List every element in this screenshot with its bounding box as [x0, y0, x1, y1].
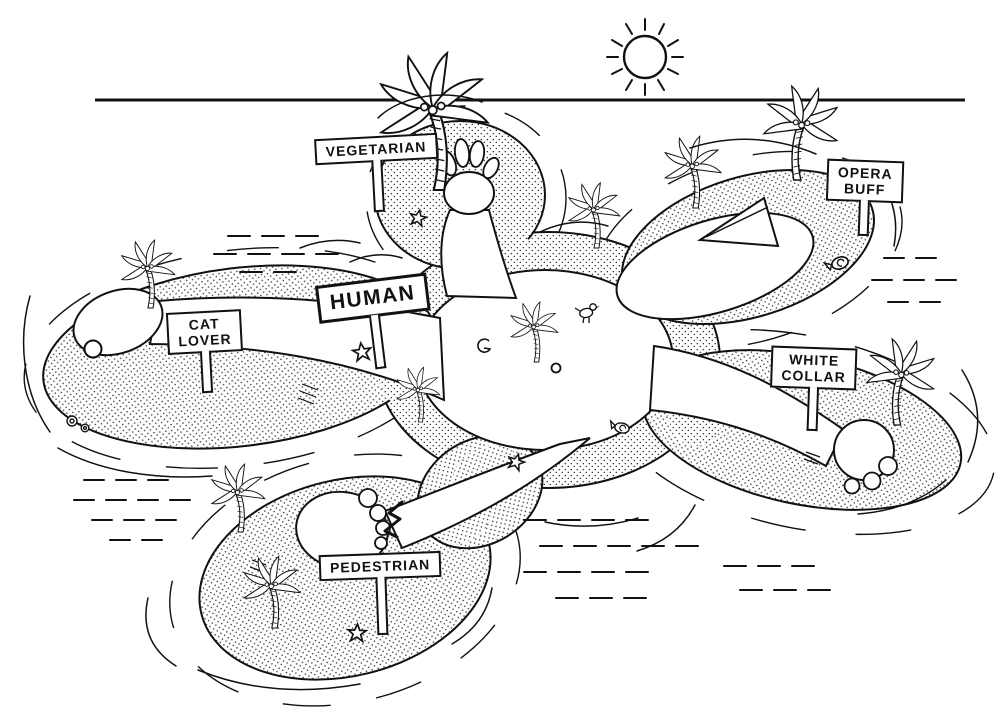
small-shell-icon — [66, 415, 90, 433]
belly-button — [550, 362, 562, 374]
left-foot — [72, 287, 164, 357]
sign-white-collar-board: WHITE COLLAR — [770, 345, 858, 391]
sign-opera-buff-label: OPERA BUFF — [837, 164, 893, 198]
lightning-crack — [383, 500, 404, 539]
sign-human: HUMAN — [314, 272, 437, 376]
sign-pedestrian-label: PEDESTRIAN — [329, 556, 431, 576]
sign-vegetarian-label: VEGETARIAN — [325, 138, 427, 160]
sign-cat-lover-label: CAT LOVER — [177, 315, 232, 350]
sand-hatch-marks — [249, 383, 821, 573]
sign-white-collar-label: WHITE COLLAR — [781, 351, 847, 386]
raised-arm — [440, 209, 518, 300]
finger — [453, 138, 471, 168]
sign-white-collar: WHITE COLLAR — [769, 345, 858, 433]
sign-pedestrian: PEDESTRIAN — [318, 550, 444, 637]
toe — [369, 504, 387, 522]
sun-icon — [606, 18, 684, 96]
sand-squiggle — [477, 338, 492, 353]
sign-human-label: HUMAN — [328, 281, 417, 315]
folded-paper — [697, 196, 780, 248]
raised-palm — [443, 171, 495, 215]
sign-opera-buff-board: OPERA BUFF — [825, 158, 905, 204]
sign-cat-lover: CAT LOVER — [165, 309, 245, 395]
sign-cat-lover-board: CAT LOVER — [165, 309, 244, 356]
bottom-leg — [383, 437, 591, 550]
sign-opera-buff: OPERA BUFF — [825, 158, 905, 238]
left-heel — [83, 339, 103, 359]
bird-icon — [574, 303, 600, 324]
toe — [358, 488, 378, 508]
human-figure-island — [72, 138, 898, 570]
sign-cat-lover-post — [200, 350, 214, 394]
island-details — [66, 207, 851, 643]
toe — [374, 536, 388, 550]
thumb — [482, 156, 500, 180]
sign-vegetarian-post — [371, 159, 385, 213]
sign-pedestrian-post — [375, 576, 389, 636]
sign-human-post — [369, 314, 387, 370]
sign-vegetarian: VEGETARIAN — [314, 132, 441, 215]
water-ripples — [22, 94, 979, 691]
finger — [468, 140, 486, 168]
wave-dashes — [73, 235, 957, 599]
sign-white-collar-post — [806, 386, 819, 432]
sign-opera-buff-post — [857, 199, 870, 237]
